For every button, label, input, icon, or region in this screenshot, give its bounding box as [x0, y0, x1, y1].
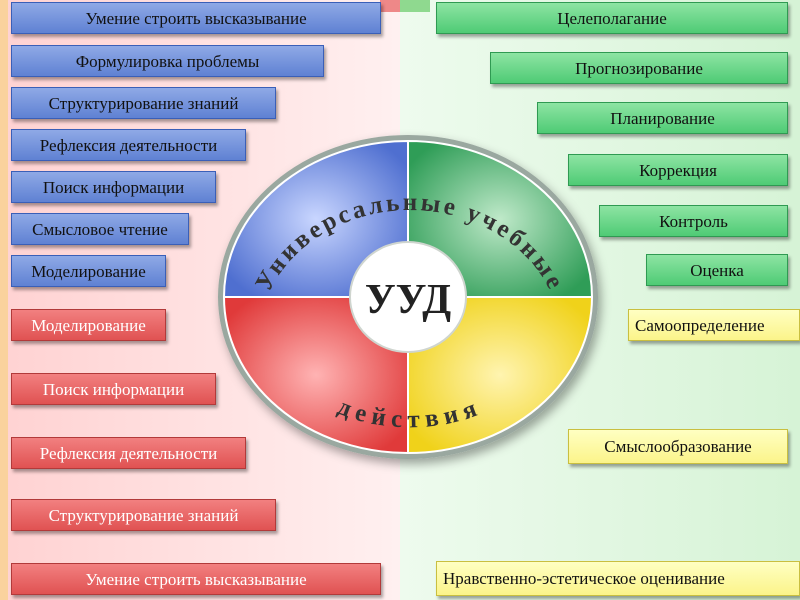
skill-box-blue: Смысловое чтение: [11, 213, 189, 245]
skill-box-red: Структурирование знаний: [11, 499, 276, 531]
skill-box-blue: Формулировка проблемы: [11, 45, 324, 77]
skill-box-blue: Поиск информации: [11, 171, 216, 203]
skill-box-red: Поиск информации: [11, 373, 216, 405]
center-label: УУД: [365, 277, 451, 323]
skill-box-red: Умение строить высказывание: [11, 563, 381, 595]
quadrant-yellow: [407, 296, 594, 455]
skill-box-green: Целеполагание: [436, 2, 788, 34]
skill-box-green: Прогнозирование: [490, 52, 788, 84]
skill-box-red: Моделирование: [11, 309, 166, 341]
skill-box-blue: Умение строить высказывание: [11, 2, 381, 34]
skill-box-blue: Рефлексия деятельности: [11, 129, 246, 161]
skill-box-blue: Структурирование знаний: [11, 87, 276, 119]
skill-box-green: Оценка: [646, 254, 788, 286]
quadrant-red: [222, 296, 409, 455]
wheel-center: [349, 241, 467, 353]
quadrant-green: [407, 139, 594, 298]
skill-box-blue: Моделирование: [11, 255, 166, 287]
skill-box-green: Контроль: [599, 205, 788, 237]
skill-box-yellow: Смыслообразование: [568, 429, 788, 464]
skill-box-yellow: Самоопределение: [628, 309, 800, 341]
skill-box-red: Рефлексия деятельности: [11, 437, 246, 469]
quadrant-blue: [222, 139, 409, 298]
skill-box-yellow: Нравственно-эстетическое оценивание: [436, 561, 800, 596]
skill-box-green: Коррекция: [568, 154, 788, 186]
skill-box-green: Планирование: [537, 102, 788, 134]
